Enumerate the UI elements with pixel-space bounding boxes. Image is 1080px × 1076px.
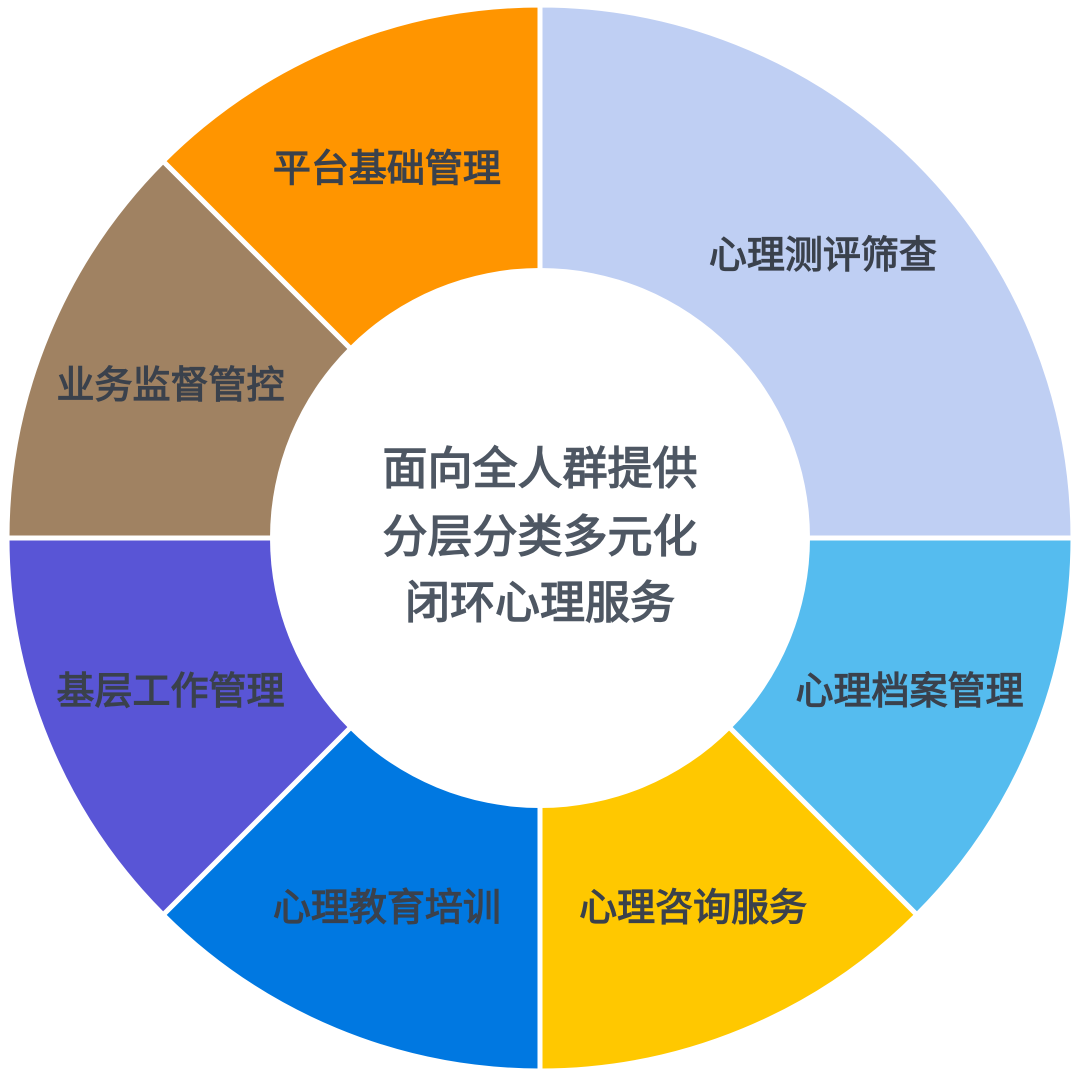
segment-label: 心理测评筛查	[709, 233, 937, 277]
center-text-line-3: 闭环心理服务	[405, 576, 675, 629]
segment-label: 心理教育培训	[273, 886, 501, 930]
segment-label: 心理档案管理	[796, 669, 1024, 713]
segment-label: 基层工作管理	[56, 669, 284, 713]
segment-label: 平台基础管理	[273, 146, 501, 190]
center-text-line-1: 面向全人群提供	[382, 442, 697, 495]
center-text-line-2: 分层分类多元化	[382, 510, 697, 563]
segment-label: 心理咨询服务	[579, 886, 807, 930]
center-circle	[270, 268, 810, 808]
segment-label: 业务监督管控	[56, 363, 284, 407]
